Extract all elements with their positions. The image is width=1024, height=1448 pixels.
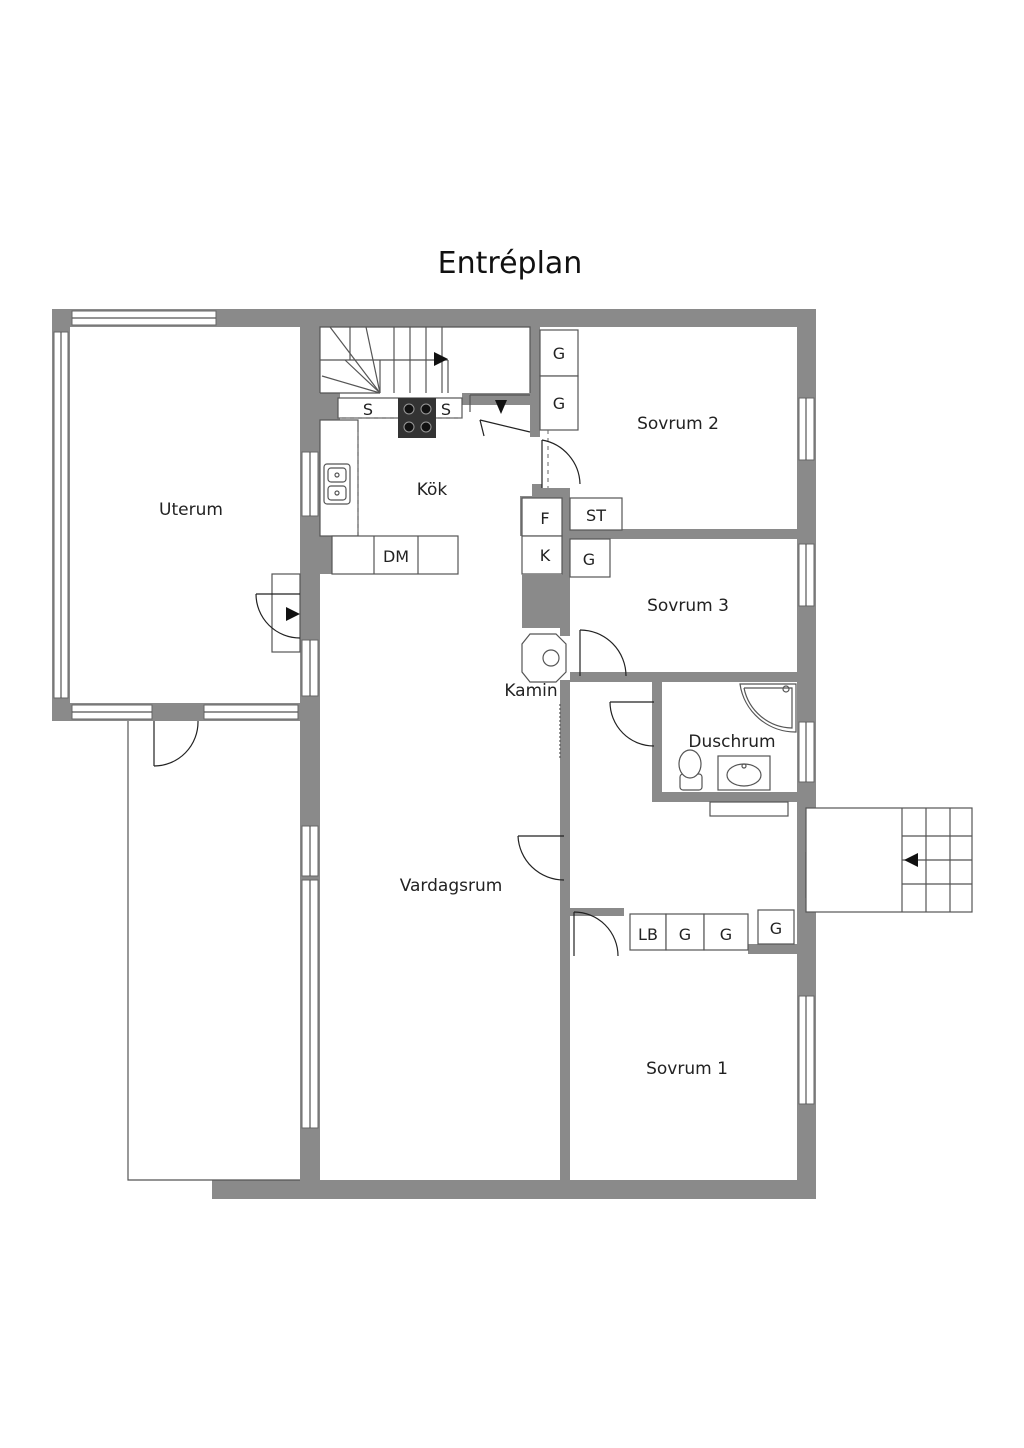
room-label-duschrum: Duschrum [688,732,775,752]
room-label-kamin: Kamin [504,681,557,701]
door-arrow-icon [286,607,300,621]
wardrobe-label-4: G [679,925,691,944]
staircase [319,326,531,414]
kitchen-door[interactable] [479,419,531,437]
fridge-freezer [521,497,563,628]
windows [53,310,815,1129]
wardrobe-label-1: G [553,344,565,363]
wardrobe-label-3: G [583,550,595,569]
room-label-uterum: Uterum [159,500,223,520]
wardrobe-label-5: G [720,925,732,944]
stove-left-label: S [363,400,373,419]
room-label-vardagsrum: Vardagsrum [400,876,503,896]
stove-right-label: S [441,400,451,419]
wardrobe-label-6: G [770,919,782,938]
sovrum2-door[interactable] [541,439,581,488]
room-label-sovrum3: Sovrum 3 [647,596,729,616]
room-label-sovrum1: Sovrum 1 [646,1059,728,1079]
plan-title: Entréplan [438,246,583,281]
freezer-label: K [540,546,551,565]
wardrobes-sovrum2 [539,329,579,488]
terrace [127,721,300,1181]
interior-walls [308,327,800,1180]
wardrobe-sovrum3 [569,538,611,578]
fridge-label: F [540,509,549,528]
bathroom-shelf [709,801,789,817]
sovrum1-door[interactable] [573,911,619,957]
linen-label: LB [638,925,658,944]
hall-wardrobes [629,909,795,951]
cooktop [398,398,436,438]
wardrobe-label-2: G [553,394,565,413]
stairs-up-arrow-icon [434,352,448,366]
storage-label: ST [586,506,606,525]
vardagsrum-door[interactable] [517,835,565,881]
dishwasher-label: DM [383,547,409,566]
entrance-steps [805,807,973,913]
entry-arrow-icon [904,853,918,867]
storage-cabinet [569,497,623,531]
stairs-down-arrow-icon [495,400,507,414]
uterum-terrace-door[interactable] [153,720,199,767]
sovrum3-door[interactable] [579,629,627,677]
room-label-kok: Kök [417,480,448,500]
room-label-sovrum2: Sovrum 2 [637,414,719,434]
sink-icon [323,463,351,505]
fireplace-icon [521,633,567,683]
shower-icon [739,683,797,733]
uterum-living-door[interactable] [255,573,301,653]
bathroom-door[interactable] [609,701,655,747]
toilet-icon [678,749,703,791]
washbasin-icon [717,755,771,791]
